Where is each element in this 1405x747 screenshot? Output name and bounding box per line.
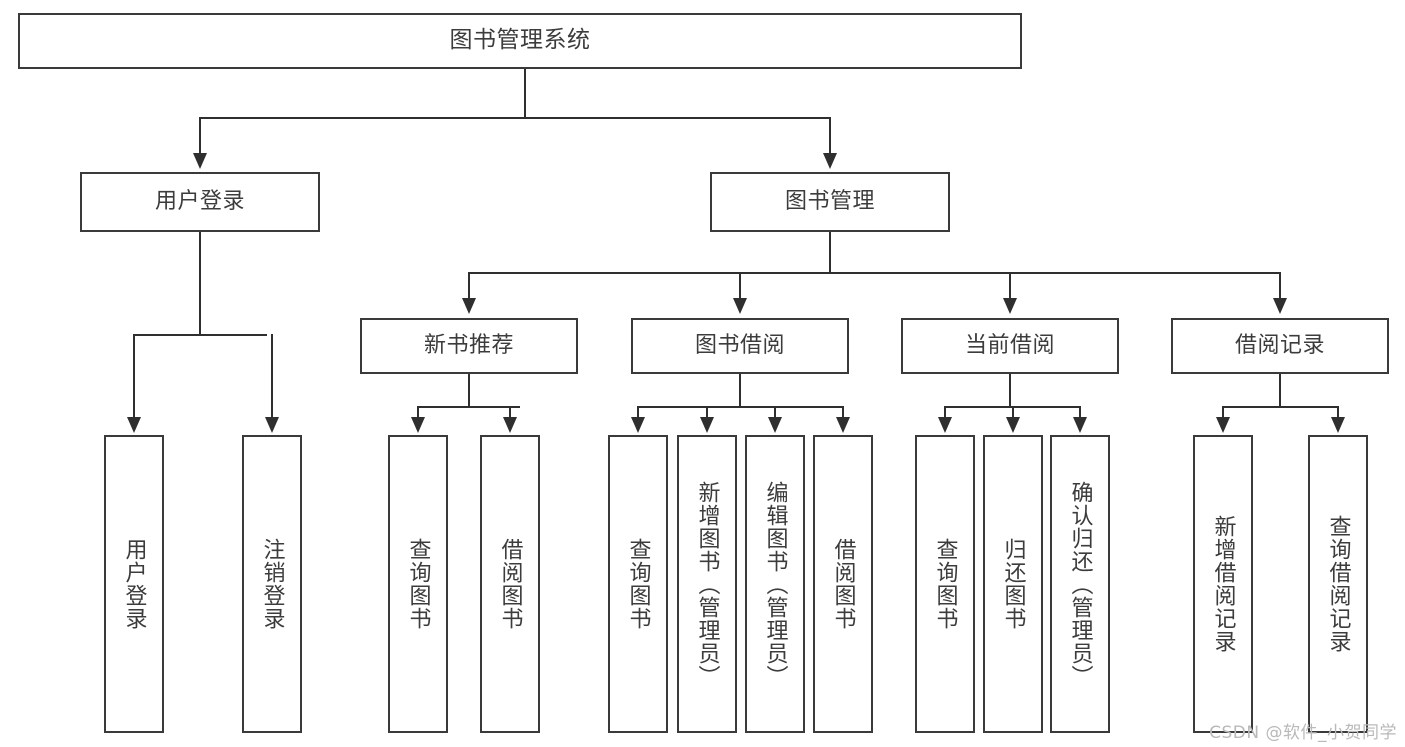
leaf-book-borrow-borrow-book[interactable]: 借阅图书 xyxy=(813,435,873,733)
node-current-borrow[interactable]: 当前借阅 xyxy=(901,318,1119,374)
arrow-root-to-user-login xyxy=(193,153,207,169)
edge-book-manage-drop-2 xyxy=(739,272,741,300)
edge-root-to-book-manage xyxy=(829,117,831,155)
node-book-borrow[interactable]: 图书借阅 xyxy=(631,318,849,374)
edge-root-to-user-login xyxy=(199,117,201,155)
node-user-login[interactable]: 用户登录 xyxy=(80,172,320,232)
node-label: 用户登录 xyxy=(154,188,245,214)
arrow-user-login-leaf-1 xyxy=(127,417,141,433)
arrow-root-to-book-manage xyxy=(823,153,837,169)
leaf-label: 借阅图书 xyxy=(497,538,523,630)
edge-book-borrow-drop-1 xyxy=(637,406,639,419)
edge-new-book-rec-bus xyxy=(417,406,520,408)
edge-book-manage-drop-3 xyxy=(1009,272,1011,300)
edge-root-stem xyxy=(524,69,526,117)
edge-new-book-rec-drop-1 xyxy=(417,406,419,419)
arrow-to-new-book-rec xyxy=(462,298,476,314)
leaf-borrow-record-query-record[interactable]: 查询借阅记录 xyxy=(1308,435,1368,733)
leaf-new-book-rec-borrow-book[interactable]: 借阅图书 xyxy=(480,435,540,733)
edge-user-login-bus xyxy=(133,334,267,336)
edge-borrow-record-drop-2 xyxy=(1337,406,1339,419)
leaf-current-borrow-confirm-return-admin[interactable]: 确认归还（管理员） xyxy=(1050,435,1110,733)
arrow-new-book-rec-leaf-1 xyxy=(411,417,425,433)
edge-borrow-record-stem xyxy=(1279,374,1281,406)
leaf-label: 新增图书（管理员） xyxy=(694,480,720,688)
leaf-label: 查询图书 xyxy=(405,538,431,630)
arrow-to-book-borrow xyxy=(733,298,747,314)
edge-book-borrow-bus xyxy=(637,406,843,408)
node-new-book-recommendation[interactable]: 新书推荐 xyxy=(360,318,578,374)
leaf-label: 用户登录 xyxy=(121,538,147,630)
node-borrow-record[interactable]: 借阅记录 xyxy=(1171,318,1389,374)
edge-user-login-stem xyxy=(199,232,201,334)
node-label: 图书管理 xyxy=(784,188,875,214)
edge-book-manage-bus xyxy=(468,272,1280,274)
edge-borrow-record-drop-1 xyxy=(1222,406,1224,419)
arrow-user-login-leaf-2 xyxy=(265,417,279,433)
edge-book-borrow-drop-4 xyxy=(842,406,844,419)
edge-user-login-drop-2 xyxy=(271,334,273,419)
arrow-book-borrow-leaf-1 xyxy=(631,417,645,433)
leaf-current-borrow-return-book[interactable]: 归还图书 xyxy=(983,435,1043,733)
node-label: 新书推荐 xyxy=(423,332,514,358)
leaf-label: 查询借阅记录 xyxy=(1325,515,1351,653)
leaf-label: 新增借阅记录 xyxy=(1210,515,1236,653)
leaf-book-borrow-edit-book-admin[interactable]: 编辑图书（管理员） xyxy=(745,435,805,733)
arrow-to-current-borrow xyxy=(1003,298,1017,314)
edge-book-manage-stem xyxy=(829,232,831,272)
leaf-new-book-rec-query-book[interactable]: 查询图书 xyxy=(388,435,448,733)
leaf-label: 归还图书 xyxy=(1000,538,1026,630)
edge-current-borrow-drop-2 xyxy=(1012,406,1014,419)
node-label: 图书管理系统 xyxy=(449,27,591,54)
leaf-user-login-login[interactable]: 用户登录 xyxy=(104,435,164,733)
node-label: 当前借阅 xyxy=(964,332,1055,358)
edge-current-borrow-drop-3 xyxy=(1079,406,1081,419)
edge-book-borrow-drop-2 xyxy=(706,406,708,419)
edge-user-login-drop-1 xyxy=(133,334,135,419)
leaf-book-borrow-add-book-admin[interactable]: 新增图书（管理员） xyxy=(677,435,737,733)
arrow-current-borrow-leaf-3 xyxy=(1073,417,1087,433)
edge-current-borrow-drop-1 xyxy=(944,406,946,419)
leaf-label: 借阅图书 xyxy=(830,538,856,630)
leaf-current-borrow-query-book[interactable]: 查询图书 xyxy=(915,435,975,733)
arrow-book-borrow-leaf-4 xyxy=(836,417,850,433)
arrow-book-borrow-leaf-2 xyxy=(700,417,714,433)
edge-book-manage-drop-1 xyxy=(468,272,470,300)
leaf-label: 编辑图书（管理员） xyxy=(762,480,788,688)
arrow-borrow-record-leaf-1 xyxy=(1216,417,1230,433)
leaf-borrow-record-add-record[interactable]: 新增借阅记录 xyxy=(1193,435,1253,733)
leaf-label: 查询图书 xyxy=(932,538,958,630)
arrow-borrow-record-leaf-2 xyxy=(1331,417,1345,433)
edge-book-borrow-stem xyxy=(739,374,741,406)
edge-new-book-rec-stem xyxy=(468,374,470,406)
arrow-current-borrow-leaf-1 xyxy=(938,417,952,433)
leaf-label: 注销登录 xyxy=(259,538,285,630)
arrow-current-borrow-leaf-2 xyxy=(1006,417,1020,433)
edge-new-book-rec-drop-2 xyxy=(509,406,511,419)
edge-root-bus xyxy=(199,117,831,119)
edge-borrow-record-bus xyxy=(1222,406,1338,408)
arrow-book-borrow-leaf-3 xyxy=(768,417,782,433)
edge-current-borrow-stem xyxy=(1009,374,1011,406)
node-label: 图书借阅 xyxy=(694,332,785,358)
leaf-label: 查询图书 xyxy=(625,538,651,630)
arrow-to-borrow-record xyxy=(1273,298,1287,314)
leaf-book-borrow-query-book[interactable]: 查询图书 xyxy=(608,435,668,733)
arrow-new-book-rec-leaf-2 xyxy=(503,417,517,433)
node-book-management[interactable]: 图书管理 xyxy=(710,172,950,232)
edge-book-borrow-drop-3 xyxy=(774,406,776,419)
leaf-label: 确认归还（管理员） xyxy=(1067,480,1093,688)
node-root-book-management-system[interactable]: 图书管理系统 xyxy=(18,13,1022,69)
leaf-user-login-logout[interactable]: 注销登录 xyxy=(242,435,302,733)
node-label: 借阅记录 xyxy=(1234,332,1325,358)
edge-book-manage-drop-4 xyxy=(1279,272,1281,300)
